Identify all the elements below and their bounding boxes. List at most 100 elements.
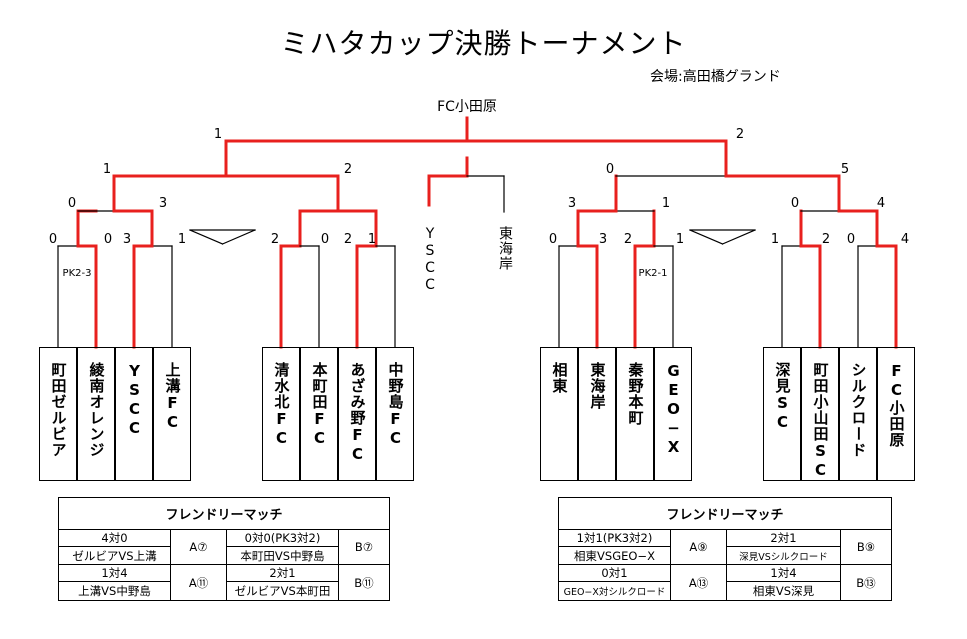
team-box-1: 町田ゼルビア: [39, 347, 77, 481]
score-qf1-a: 0: [67, 196, 77, 211]
team-name: FC小田原: [887, 362, 906, 448]
fm-right-r1-match-b: 深見VSシルクロード: [727, 547, 840, 565]
score-r1-1-b: 0: [103, 232, 113, 247]
score-r1-3-b: 0: [320, 232, 330, 247]
team-box-15: シルクロード: [839, 347, 877, 481]
team-name: 東海岸: [588, 362, 607, 410]
score-qf3-b: 1: [661, 196, 671, 211]
score-r1-2-a: 3: [122, 232, 132, 247]
champion-label: FC小田原: [437, 99, 497, 115]
score-final-right: 2: [735, 127, 745, 142]
team-name: GEO−X: [664, 362, 683, 457]
score-r1-8-b: 4: [900, 232, 910, 247]
team-box-5: 清水北FC: [262, 347, 300, 481]
fm-right-r1-score-b: 2対1: [727, 530, 840, 547]
third-place-team-right: 東海岸: [497, 226, 513, 271]
team-box-3: YSCC: [115, 347, 153, 481]
team-name: 相東: [550, 362, 569, 394]
team-name: 綾南オレンジ: [87, 362, 106, 458]
fm-right-r2-court-b: B⑬: [840, 565, 891, 600]
bracket-line-68: [221, 229, 256, 245]
bracket-line-70: [689, 229, 724, 245]
team-name: 町田小山田SC: [811, 362, 830, 480]
team-box-2: 綾南オレンジ: [77, 347, 115, 481]
score-r1-4-a: 2: [343, 232, 353, 247]
fm-left-r2-match-b: ゼルビアVS本町田: [234, 584, 331, 598]
fm-left-r1-match-b: 本町田VS中野島: [227, 547, 338, 565]
team-box-12: GEO−X: [654, 347, 692, 481]
team-box-16: FC小田原: [877, 347, 915, 481]
score-qf1-b: 3: [158, 196, 168, 211]
team-name: 本町田FC: [310, 362, 329, 448]
score-semi-left-b: 2: [343, 162, 353, 177]
team-box-9: 相東: [540, 347, 578, 481]
team-name: 中野島FC: [386, 362, 405, 448]
score-r1-3-a: 2: [270, 232, 280, 247]
score-semi-left-a: 1: [102, 162, 112, 177]
score-r1-1-a: 0: [48, 232, 58, 247]
pk-note-left: PK2-3: [62, 268, 92, 279]
score-r1-5-b: 3: [598, 232, 608, 247]
team-name: 清水北FC: [272, 362, 291, 448]
fm-right-r1-match-a: 相東VSGEO−X: [559, 547, 670, 565]
fm-right-r1-court-a: A⑨: [670, 530, 727, 565]
fm-right-r2-score-a: 0対1: [559, 565, 670, 582]
fm-left-r2-court-a: A⑪: [170, 565, 227, 600]
score-qf4-b: 4: [876, 196, 886, 211]
team-box-6: 本町田FC: [300, 347, 338, 481]
team-name: YSCC: [125, 362, 144, 438]
friendly-table-right: フレンドリーマッチ 1対1(PK3対2) 相東VSGEO−X A⑨ 2対1 深見…: [558, 497, 892, 601]
team-name: 町田ゼルビア: [49, 362, 68, 458]
fm-left-r2-match-a: 上溝VS中野島: [78, 584, 151, 598]
friendly-title-right: フレンドリーマッチ: [559, 498, 891, 530]
score-r1-5-a: 0: [548, 232, 558, 247]
page-title: ミハタカップ決勝トーナメント: [280, 27, 687, 60]
score-semi-right-a: 0: [605, 162, 615, 177]
fm-left-r1-court-b: B⑦: [338, 530, 389, 565]
friendly-title-left: フレンドリーマッチ: [59, 498, 389, 530]
team-box-7: あざみ野FC: [338, 347, 376, 481]
team-name: 秦野本町: [626, 362, 645, 426]
fm-left-r1-match-a: ゼルビアVS上溝: [59, 547, 170, 565]
team-box-13: 深見SC: [763, 347, 801, 481]
score-r1-8-a: 0: [846, 232, 856, 247]
bracket-line-67: [189, 229, 224, 245]
fm-left-r2-score-a: 1対4: [59, 565, 170, 582]
score-qf4-a: 0: [790, 196, 800, 211]
pk-note-right: PK2-1: [638, 268, 668, 279]
fm-right-r2-court-a: A⑬: [670, 565, 727, 600]
third-place-team-left: YSCC: [422, 226, 438, 294]
fm-left-r2-court-b: B⑪: [338, 565, 389, 600]
fm-right-r1-court-b: B⑨: [840, 530, 891, 565]
fm-left-r1-court-a: A⑦: [170, 530, 227, 565]
team-box-11: 秦野本町: [616, 347, 654, 481]
venue-label: 会場:高田橋グランド: [650, 69, 781, 85]
fm-left-r1-score-a: 4対0: [59, 530, 170, 547]
team-box-14: 町田小山田SC: [801, 347, 839, 481]
team-box-10: 東海岸: [578, 347, 616, 481]
team-name: シルクロード: [849, 362, 868, 458]
friendly-table-left: フレンドリーマッチ 4対0 ゼルビアVS上溝 A⑦ 0対0(PK3対2) 本町田…: [58, 497, 390, 601]
score-r1-7-a: 1: [770, 232, 780, 247]
fm-right-r2-score-b: 1対4: [727, 565, 840, 582]
score-semi-right-b: 5: [840, 162, 850, 177]
score-final-left: 1: [213, 127, 223, 142]
score-qf3-a: 3: [567, 196, 577, 211]
score-r1-7-b: 2: [821, 232, 831, 247]
fm-right-r2-match-b: 相東VS深見: [752, 584, 815, 598]
fm-left-r2-score-b: 2対1: [227, 565, 338, 582]
score-r1-2-b: 1: [177, 232, 187, 247]
fm-right-r1-score-a: 1対1(PK3対2): [559, 530, 670, 547]
team-name: 深見SC: [773, 362, 792, 432]
team-box-4: 上溝FC: [153, 347, 191, 481]
fm-left-r1-score-b: 0対0(PK3対2): [227, 530, 338, 547]
score-r1-4-b: 1: [367, 232, 377, 247]
team-name: あざみ野FC: [348, 362, 367, 464]
fm-right-r2-match-a: GEO−X対シルクロード: [563, 587, 666, 598]
score-r1-6-a: 2: [623, 232, 633, 247]
team-box-8: 中野島FC: [376, 347, 414, 481]
score-r1-6-b: 1: [675, 232, 685, 247]
team-name: 上溝FC: [163, 362, 182, 432]
